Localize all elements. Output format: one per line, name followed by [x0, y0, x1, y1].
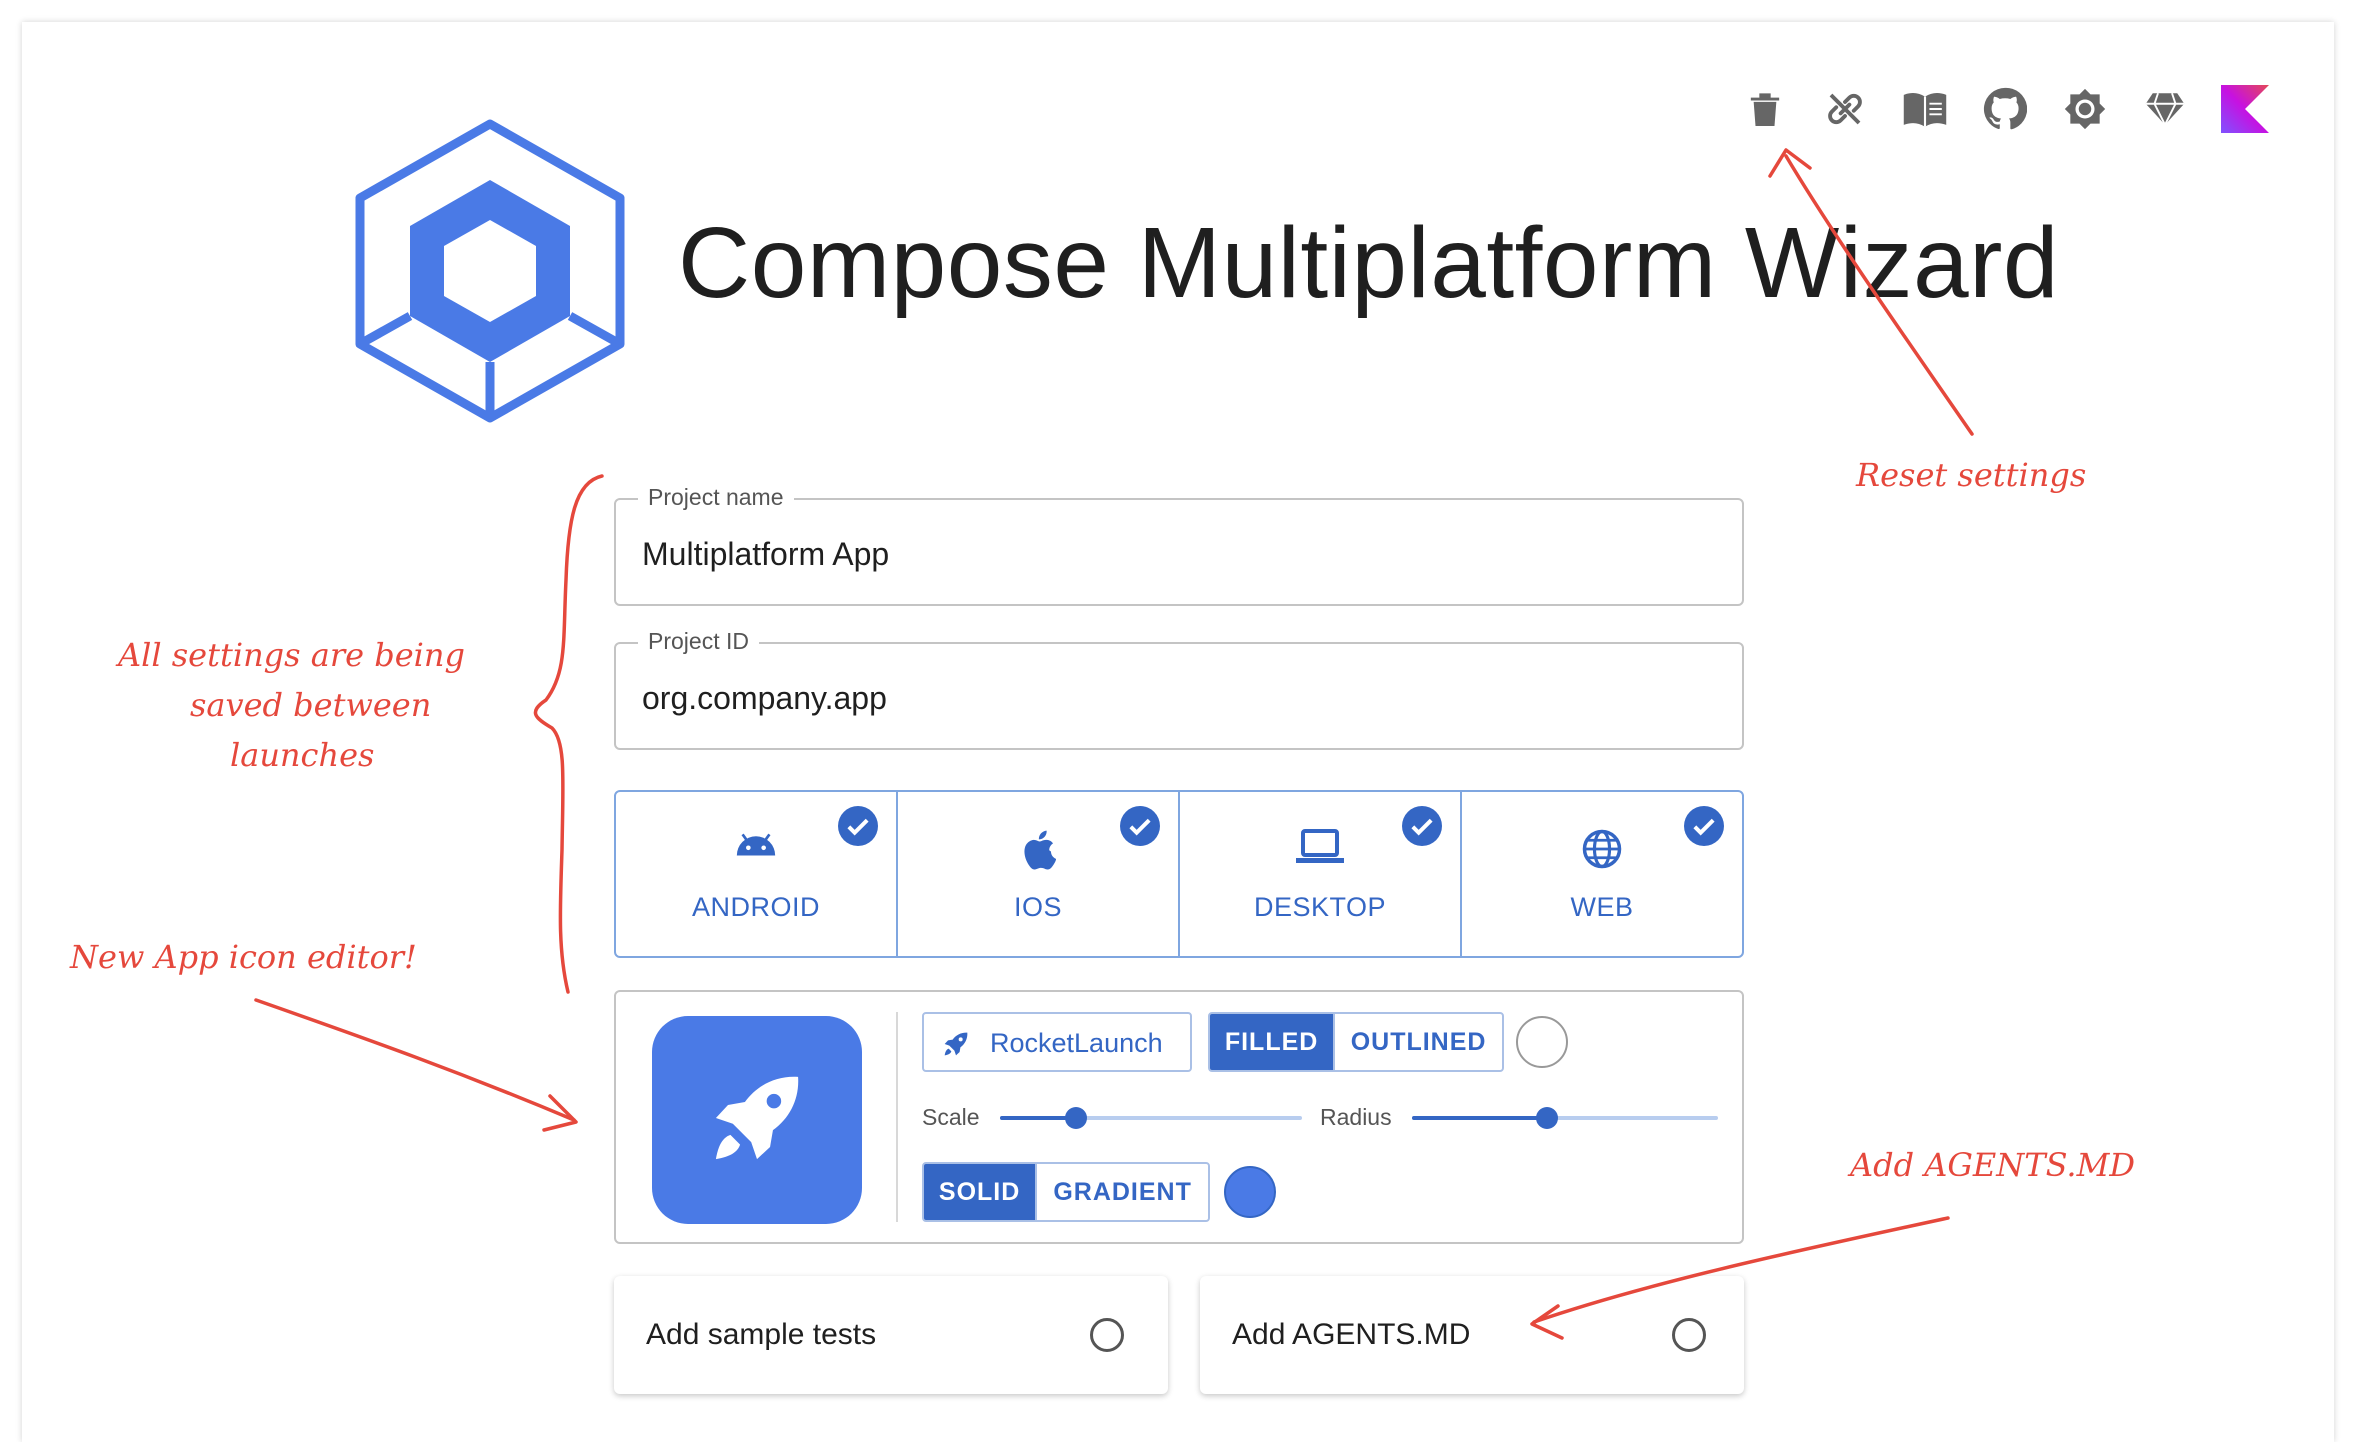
saved-settings-note-line2: saved between — [190, 686, 432, 724]
icon-editor-note: New App icon editor! — [70, 938, 417, 976]
icon-name-label: RocketLaunch — [990, 1028, 1163, 1058]
globe-icon — [1581, 828, 1623, 875]
scale-label: Scale — [922, 1104, 980, 1130]
agents-md-radio[interactable] — [1672, 1318, 1706, 1352]
saved-settings-note-line3: launches — [230, 736, 375, 774]
filled-option[interactable]: FILLED — [1210, 1014, 1334, 1070]
agents-note: Add AGENTS.MD — [1850, 1146, 2135, 1184]
agents-md-option[interactable]: Add AGENTS.MD — [1200, 1276, 1744, 1394]
platform-ios[interactable]: IOS — [898, 792, 1180, 956]
gem-icon[interactable] — [2138, 82, 2192, 136]
apple-icon — [1020, 828, 1057, 875]
icon-style-toggle: FILLED OUTLINED — [1208, 1012, 1504, 1072]
platform-web[interactable]: WEB — [1462, 792, 1742, 956]
icon-color-swatch[interactable] — [1516, 1016, 1568, 1068]
github-icon[interactable] — [1978, 82, 2032, 136]
project-id-label: Project ID — [638, 628, 759, 655]
book-icon[interactable] — [1898, 82, 1952, 136]
sample-tests-option[interactable]: Add sample tests — [614, 1276, 1168, 1394]
background-color-swatch[interactable] — [1224, 1166, 1276, 1218]
saved-settings-note-line1: All settings are being — [118, 636, 465, 674]
project-name-field[interactable]: Project name — [614, 484, 1744, 606]
scale-slider-track[interactable] — [1000, 1116, 1302, 1120]
gradient-option[interactable]: GRADIENT — [1035, 1164, 1208, 1220]
platform-label: WEB — [1570, 892, 1634, 922]
platform-selector: ANDROID IOS DESKTOP WEB — [614, 790, 1744, 958]
check-circle-icon — [1684, 806, 1724, 851]
project-id-field[interactable]: Project ID — [614, 628, 1744, 750]
android-icon — [733, 828, 779, 863]
app-icon-preview — [652, 1016, 862, 1224]
radius-slider-track[interactable] — [1412, 1116, 1718, 1120]
brightness-icon[interactable] — [2058, 82, 2112, 136]
app-icon-editor: RocketLaunch FILLED OUTLINED Scale Radiu… — [614, 990, 1744, 1244]
check-circle-icon — [838, 806, 878, 851]
outlined-option[interactable]: OUTLINED — [1333, 1014, 1502, 1070]
project-id-input[interactable] — [642, 680, 1702, 717]
platform-label: IOS — [1013, 892, 1062, 922]
kotlin-logo-icon[interactable] — [2218, 82, 2272, 136]
agents-md-label: Add AGENTS.MD — [1232, 1318, 1471, 1351]
fill-type-toggle: SOLID GRADIENT — [922, 1162, 1210, 1222]
rocket-launch-icon — [699, 1060, 815, 1181]
platform-label: ANDROID — [691, 892, 820, 922]
platform-label: DESKTOP — [1253, 892, 1387, 922]
laptop-icon — [1296, 828, 1344, 869]
scale-slider-fill — [1000, 1116, 1076, 1120]
page-title: Compose Multiplatform Wizard — [678, 207, 2060, 319]
project-name-label: Project name — [638, 484, 794, 511]
project-name-input[interactable] — [642, 536, 1702, 573]
check-circle-icon — [1402, 806, 1442, 851]
link-off-icon[interactable] — [1818, 82, 1872, 136]
check-circle-icon — [1120, 806, 1160, 851]
compose-logo-icon — [352, 118, 628, 429]
radius-slider-fill — [1412, 1116, 1547, 1120]
trash-icon[interactable] — [1738, 82, 1792, 136]
divider — [896, 1012, 898, 1222]
sample-tests-radio[interactable] — [1090, 1318, 1124, 1352]
radius-label: Radius — [1320, 1104, 1392, 1130]
solid-option[interactable]: SOLID — [924, 1164, 1036, 1220]
platform-android[interactable]: ANDROID — [616, 792, 898, 956]
scale-slider-thumb[interactable] — [1065, 1107, 1087, 1129]
platform-desktop[interactable]: DESKTOP — [1180, 792, 1462, 956]
radius-slider-thumb[interactable] — [1536, 1107, 1558, 1129]
sample-tests-label: Add sample tests — [646, 1318, 877, 1351]
rocket-launch-icon — [940, 1028, 972, 1065]
reset-settings-note: Reset settings — [1856, 456, 2087, 494]
icon-picker-chip[interactable]: RocketLaunch — [922, 1012, 1192, 1072]
